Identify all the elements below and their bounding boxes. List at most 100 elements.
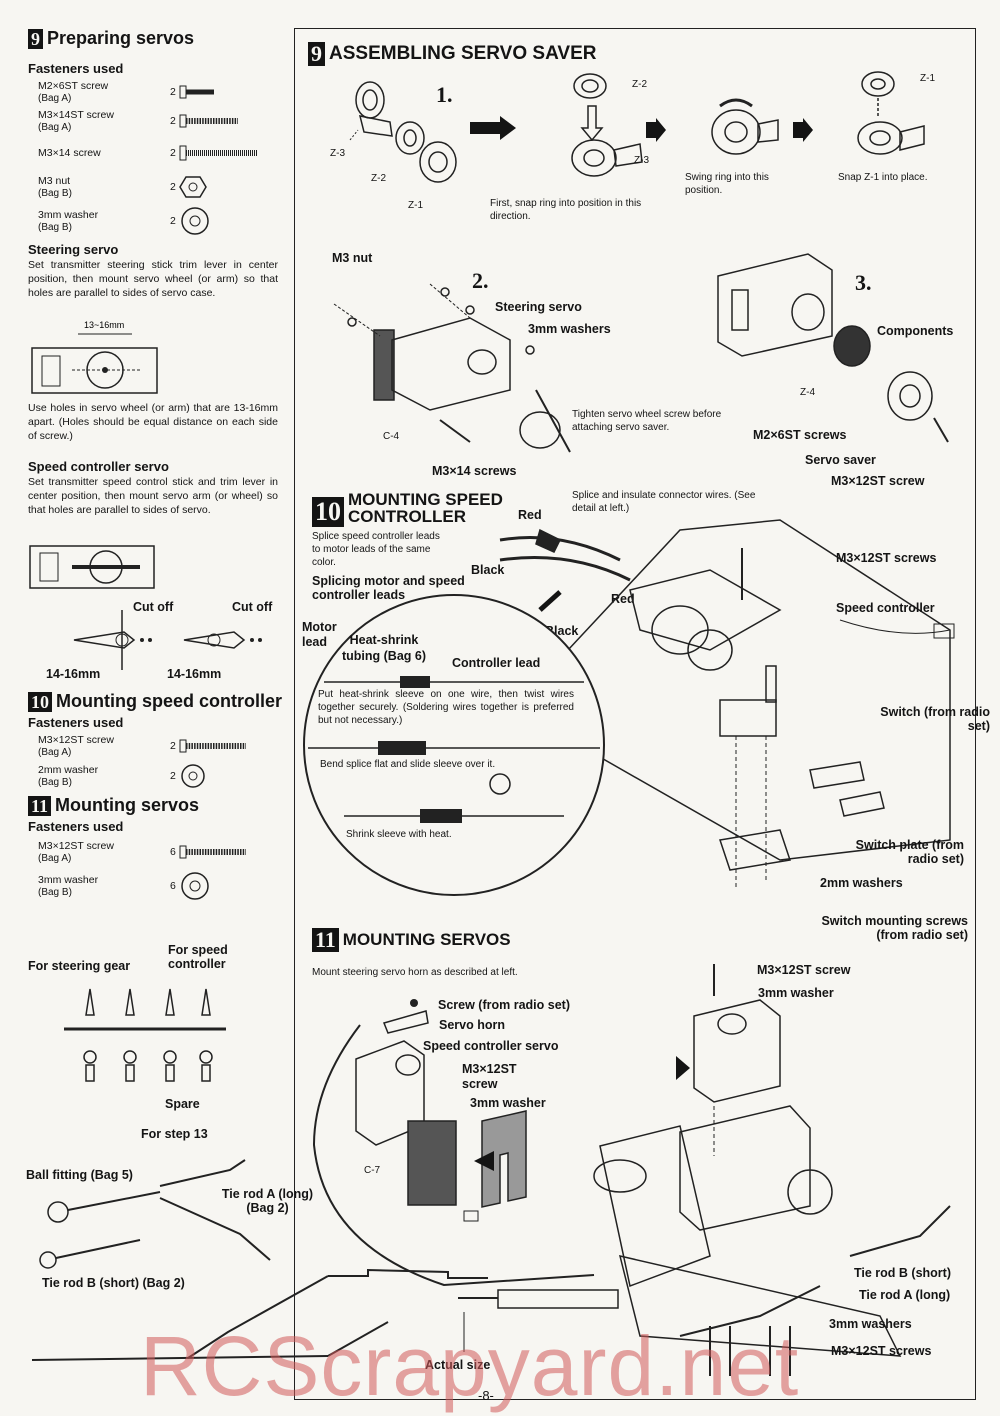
bottom-screws-label: M3×12ST screws	[831, 1344, 932, 1358]
mount-servos-title: Mounting servos	[55, 795, 200, 815]
mount-sc-fastener-list: M3×12ST screw(Bag A) 2 2mm washer(Bag B)…	[38, 731, 288, 791]
fastener-row: 3mm washer(Bag B) 6	[38, 869, 288, 903]
mount-sc-heading: 10 Mounting speed controller	[28, 691, 282, 712]
washers-2mm-label: 2mm washers	[820, 876, 903, 890]
switch-screws-label: Switch mounting screws (from radio set)	[821, 914, 968, 942]
fastener-row: M3 nut(Bag B) 2	[38, 170, 288, 204]
speed-controller-label: Speed controller	[836, 601, 935, 615]
chassis-servos-diagram	[593, 964, 951, 1376]
cut-off-label: Cut off	[133, 600, 174, 614]
tighten-caption: Tighten servo wheel screw before attachi…	[572, 409, 722, 433]
part-label: Z-1	[920, 73, 935, 84]
mount-sc-title: Mounting speed controller	[56, 691, 283, 711]
servo-arms-diagram	[73, 610, 262, 670]
top-washer-label: 3mm washer	[758, 986, 834, 1000]
cut-off-label: Cut off	[232, 600, 273, 614]
washer-icon	[181, 872, 209, 900]
part-label: C-4	[383, 431, 400, 442]
step-number: 2.	[472, 268, 489, 293]
arrow-right-icon	[793, 118, 813, 142]
splice-step2: Bend splice flat and slide sleeve over i…	[320, 759, 496, 770]
speed-controller-servo-text: Set transmitter speed control stick and …	[28, 476, 278, 516]
mount-sc-fasteners-title: Fasteners used	[28, 715, 124, 730]
part-label: C-7	[364, 1165, 381, 1176]
arrow-right-icon	[470, 116, 516, 140]
servo-mount-diagram	[333, 283, 571, 453]
step1-caption: First, snap ring into position in this d…	[490, 198, 642, 222]
switch-label: Switch (from radio set)	[880, 705, 990, 733]
dim-label: 14-16mm	[167, 667, 222, 681]
fastener-row: 2mm washer(Bag B) 2	[38, 761, 288, 791]
spare-label: Spare	[165, 1097, 200, 1111]
instruction-panel	[294, 28, 976, 1400]
dim-label: 14-16mm	[46, 667, 101, 681]
prep-heading: 9 Preparing servos	[28, 28, 194, 49]
actual-size-label: Actual size	[425, 1358, 491, 1372]
ring-snap-diagram	[571, 73, 643, 177]
dim-label: 13~16mm	[84, 320, 124, 330]
speed-controller-servo-label: Speed controller servo	[423, 1039, 559, 1053]
mount-servos-fasteners-title: Fasteners used	[28, 819, 124, 834]
s9-title: ASSEMBLING SERVO SAVER	[329, 43, 597, 64]
splice-step1: Put heat-shrink sleeve on one wire, then…	[318, 689, 574, 726]
fastener-row: M3×12ST screw(Bag A) 6	[38, 835, 288, 869]
controller-lead-label: Controller lead	[452, 656, 541, 670]
part-label: Z-2	[371, 173, 386, 184]
s10-heading: 10 MOUNTING SPEED CONTROLLER	[312, 491, 503, 527]
m3x14-label: M3×14 screws	[432, 464, 517, 478]
prep-title: Preparing servos	[47, 28, 195, 48]
bottom-washers-label: 3mm washers	[829, 1317, 912, 1331]
servo-horn-detail	[312, 999, 595, 1287]
m3x12-screw-label: M3×12ST screw	[462, 1062, 517, 1091]
step-number: 3.	[855, 270, 872, 295]
washers-label: 3mm washers	[528, 322, 611, 336]
fastener-row: M3×12ST screw(Bag A) 2	[38, 731, 288, 761]
part-label: Z-1	[408, 200, 423, 211]
tie-rod-a-label: Tie rod A (long) (Bag 2)	[221, 1187, 314, 1215]
nut-icon	[178, 176, 207, 198]
steering-servo-title: Steering servo	[28, 242, 119, 257]
m3x12-screws-label: M3×12ST screws	[836, 551, 937, 565]
fastener-row: M2×6ST screw(Bag A) 2	[38, 78, 288, 106]
machine-screw-icon	[179, 145, 258, 161]
servo-saver-label: Servo saver	[805, 453, 876, 467]
page-number: -8-	[478, 1388, 494, 1403]
part-label: Z-4	[800, 387, 815, 398]
servo-saver-parts-diagram	[349, 81, 457, 183]
steering-gear-label: For steering gear	[28, 959, 131, 973]
heat-shrink-label: Heat-shrink tubing (Bag 6)	[341, 633, 426, 663]
components-label: Components	[877, 324, 954, 338]
splice-detail-circle	[303, 594, 605, 896]
s10-title-line2: CONTROLLER	[348, 507, 467, 526]
steering-servo-diagram: 13~16mm	[31, 320, 158, 394]
servo-saver-attach-diagram	[717, 253, 949, 443]
actual-size-rods	[31, 1268, 619, 1361]
steering-servo-text: Set transmitter steering stick trim leve…	[28, 259, 278, 299]
screw-short-icon	[179, 85, 214, 99]
wire-red-label: Red	[611, 592, 635, 606]
screw-long-icon	[179, 114, 238, 128]
ring-swing-diagram	[711, 98, 779, 155]
tie-rod-a-label: Tie rod A (long)	[859, 1288, 951, 1302]
m3x12-label: M3×12ST screw	[831, 474, 925, 488]
s10-title-line1: MOUNTING SPEED	[348, 490, 503, 509]
speed-controller-servo-title: Speed controller servo	[28, 459, 169, 474]
watermark: RCScrapyard.net	[140, 1319, 800, 1413]
screw-long-icon	[179, 845, 246, 859]
pliers-diagram	[39, 1159, 271, 1269]
screw-long-icon	[179, 739, 246, 753]
fastener-row: M3×14ST screw(Bag A) 2	[38, 106, 288, 136]
m3-nut-label: M3 nut	[332, 251, 373, 265]
part-label: Z-3	[330, 148, 345, 159]
tie-rod-b-label: Tie rod B (short)	[854, 1266, 951, 1280]
screw-label: Screw (from radio set)	[438, 998, 570, 1012]
steering-servo-label: Steering servo	[495, 300, 582, 314]
splice-note: Splice and insulate connector wires. (Se…	[572, 490, 756, 514]
snap-z1-diagram	[857, 71, 925, 155]
washer-icon	[181, 764, 205, 788]
speed-controller-label: For speed controller	[168, 943, 228, 971]
servo-horn-label: Servo horn	[439, 1018, 505, 1032]
m2x6-label: M2×6ST screws	[753, 428, 847, 442]
motor-lead-label: Motor lead	[302, 620, 337, 649]
top-m3x12-label: M3×12ST screw	[757, 963, 851, 977]
